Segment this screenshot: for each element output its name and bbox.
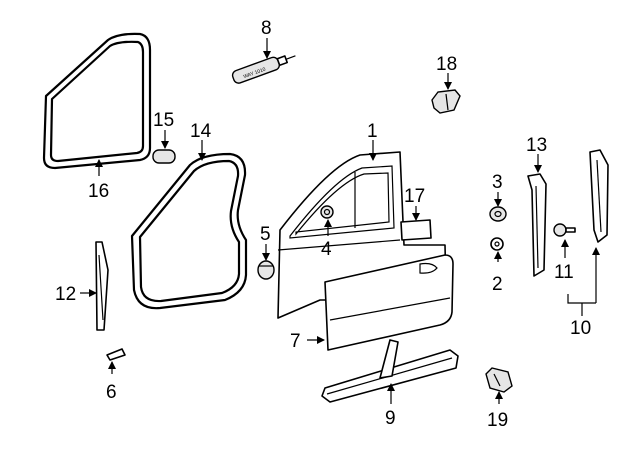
part-2-washer xyxy=(490,237,504,251)
callout-1: 1 xyxy=(367,121,378,142)
callout-10: 10 xyxy=(570,318,591,339)
callout-15: 15 xyxy=(153,110,174,131)
part-16-body-seal xyxy=(42,32,152,170)
part-3-grommet xyxy=(489,206,507,222)
part-19-bracket xyxy=(485,367,513,393)
part-7-door-skin xyxy=(324,254,454,351)
part-11-bolt xyxy=(553,223,576,237)
callout-18: 18 xyxy=(436,54,457,75)
callout-13: 13 xyxy=(526,135,547,156)
part-5-plug xyxy=(257,260,275,280)
part-4-grommet xyxy=(320,205,334,219)
callout-6: 6 xyxy=(106,382,117,403)
part-18-cover xyxy=(431,89,461,114)
callout-16: 16 xyxy=(88,181,109,202)
part-15-plug xyxy=(152,149,176,164)
callout-17: 17 xyxy=(404,186,425,207)
callout-9: 9 xyxy=(385,408,396,429)
part-10-pillar-molding xyxy=(589,149,609,243)
callout-8: 8 xyxy=(261,18,272,39)
callout-19: 19 xyxy=(487,410,508,431)
callout-labels: 1 2 3 4 5 6 7 8 9 10 11 12 13 14 15 16 1… xyxy=(55,18,591,431)
part-14-door-seal xyxy=(130,152,248,310)
callout-4: 4 xyxy=(321,239,332,260)
part-13-trim-strip xyxy=(527,173,547,277)
callout-7: 7 xyxy=(290,331,301,352)
callout-5: 5 xyxy=(260,224,271,245)
part-6-clip xyxy=(106,348,126,361)
callout-14: 14 xyxy=(190,121,212,142)
part-12-pillar-trim xyxy=(95,241,109,331)
part-9-rocker-molding xyxy=(321,339,459,403)
callout-11: 11 xyxy=(554,262,574,283)
callout-3: 3 xyxy=(492,172,503,193)
part-17-label xyxy=(400,219,432,241)
leader-lines xyxy=(80,38,600,404)
part-8-adhesive-tube: WAY 1010 xyxy=(231,55,296,84)
callout-12: 12 xyxy=(55,284,76,305)
callout-2: 2 xyxy=(492,274,503,295)
